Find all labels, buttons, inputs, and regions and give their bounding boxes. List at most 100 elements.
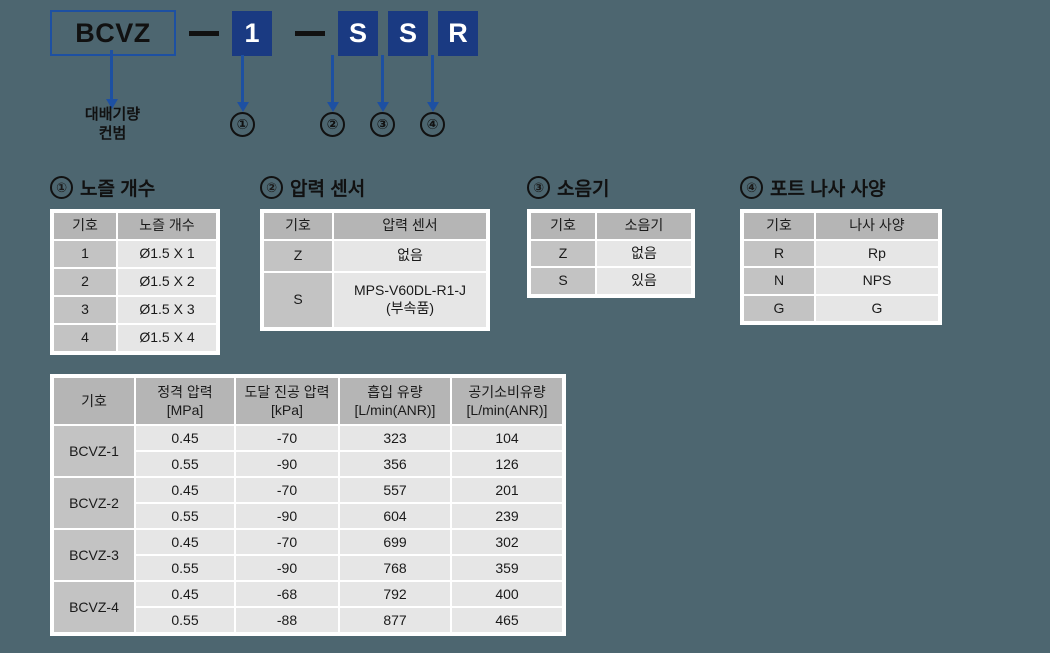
cell-air-consumption: 104	[452, 426, 562, 450]
cell-rated-pressure: 0.55	[136, 504, 234, 528]
column-header-symbol: 기호	[264, 213, 332, 239]
cell-symbol: N	[744, 268, 814, 294]
section-port-thread-spec: ④ 포트 나사 사양 기호 나사 사양 R Rp N NPS G G	[740, 174, 942, 325]
cell-suction-flow: 323	[340, 426, 450, 450]
cell-air-consumption: 359	[452, 556, 562, 580]
cell-symbol: S	[264, 272, 332, 327]
table-header-row: 기호 압력 센서	[264, 213, 486, 239]
table-row: Z 없음	[531, 240, 691, 266]
column-header-vacuum-pressure: 도달 진공 압력 [kPa]	[236, 378, 338, 424]
table-header-row: 기호 정격 압력 [MPa] 도달 진공 압력 [kPa] 흡입 유량 [L/m…	[54, 378, 562, 424]
code-dash-1	[189, 30, 219, 36]
column-header-suction-flow: 흡입 유량 [L/min(ANR)]	[340, 378, 450, 424]
cell-value: 없음	[334, 240, 486, 271]
section-title: 압력 센서	[290, 179, 366, 200]
cell-model: BCVZ-1	[54, 426, 134, 476]
cell-symbol: R	[744, 240, 814, 266]
table-row: Z 없음	[264, 240, 486, 271]
cell-vacuum-pressure: -90	[236, 504, 338, 528]
cell-value: Ø1.5 X 1	[118, 241, 216, 267]
cell-model: BCVZ-3	[54, 530, 134, 580]
code-dash-2	[295, 30, 325, 36]
arrow-marker-1	[236, 55, 249, 112]
cell-symbol: Z	[264, 240, 332, 271]
cell-symbol: G	[744, 295, 814, 321]
table-row: BCVZ-1 0.45 -70 323 104	[54, 426, 562, 476]
cell-air-consumption: 302	[452, 530, 562, 554]
table-row: 0.55 -90 356 126	[54, 452, 562, 476]
table-row: 2 Ø1.5 X 2	[54, 269, 216, 295]
table-row: 0.55 -90 768 359	[54, 556, 562, 580]
model-code-segment-4: R	[438, 10, 478, 56]
cell-symbol: 4	[54, 325, 116, 351]
arrow-marker-3	[376, 55, 389, 112]
section-nozzle-count: ① 노즐 개수 기호 노즐 개수 1 Ø1.5 X 1 2 Ø1.5 X 2 3…	[50, 174, 220, 355]
column-header-symbol: 기호	[744, 213, 814, 239]
arrow-marker-4	[426, 55, 439, 112]
section-marker-icon: ①	[50, 176, 73, 199]
model-code-segment-2: S	[338, 10, 378, 56]
column-header-rated-pressure: 정격 압력 [MPa]	[136, 378, 234, 424]
cell-air-consumption: 465	[452, 608, 562, 632]
port-thread-table: 기호 나사 사양 R Rp N NPS G G	[740, 209, 942, 325]
section-pressure-sensor: ② 압력 센서 기호 압력 센서 Z 없음 S MPS-V60DL-R1-J (…	[260, 174, 490, 331]
cell-vacuum-pressure: -70	[236, 426, 338, 450]
cell-suction-flow: 356	[340, 452, 450, 476]
section-heading: ④ 포트 나사 사양	[740, 174, 942, 201]
cell-suction-flow: 877	[340, 608, 450, 632]
model-code-base-box: BCVZ	[50, 10, 176, 56]
table-row: 1 Ø1.5 X 1	[54, 241, 216, 267]
cell-value: Ø1.5 X 3	[118, 297, 216, 323]
silencer-table: 기호 소음기 Z 없음 S 있음	[527, 209, 695, 298]
section-heading: ① 노즐 개수	[50, 174, 220, 201]
section-heading: ③ 소음기	[527, 174, 695, 201]
section-marker-icon: ③	[527, 176, 550, 199]
cell-vacuum-pressure: -70	[236, 530, 338, 554]
cell-symbol: 2	[54, 269, 116, 295]
table-row: BCVZ-4 0.45 -68 792 400	[54, 582, 562, 632]
cell-rated-pressure: 0.45	[136, 582, 234, 606]
cell-vacuum-pressure: -88	[236, 608, 338, 632]
table-row: G G	[744, 295, 938, 321]
section-title: 소음기	[557, 179, 610, 200]
model-code-segment-1: 1	[232, 10, 272, 56]
cell-value: 없음	[597, 240, 691, 266]
cell-suction-flow: 557	[340, 478, 450, 502]
column-header-symbol: 기호	[54, 213, 116, 239]
base-caption-line-2: 컨범	[98, 124, 127, 142]
cell-value: MPS-V60DL-R1-J (부속품)	[334, 272, 486, 327]
column-header-value: 압력 센서	[334, 213, 486, 239]
cell-air-consumption: 400	[452, 582, 562, 606]
cell-value: G	[816, 295, 938, 321]
cell-value: 있음	[597, 268, 691, 294]
cell-value: NPS	[816, 268, 938, 294]
table-row: S 있음	[531, 268, 691, 294]
table-row: 0.55 -90 604 239	[54, 504, 562, 528]
cell-symbol: 1	[54, 241, 116, 267]
column-header-value: 노즐 개수	[118, 213, 216, 239]
cell-suction-flow: 768	[340, 556, 450, 580]
table-row: S MPS-V60DL-R1-J (부속품)	[264, 272, 486, 327]
section-marker-icon: ④	[740, 176, 763, 199]
cell-suction-flow: 699	[340, 530, 450, 554]
table-row: BCVZ-3 0.45 -70 699 302	[54, 530, 562, 580]
pressure-sensor-table: 기호 압력 센서 Z 없음 S MPS-V60DL-R1-J (부속품)	[260, 209, 490, 331]
code-marker-2: ②	[320, 112, 345, 137]
section-heading: ② 압력 센서	[260, 174, 490, 201]
cell-rated-pressure: 0.45	[136, 530, 234, 554]
column-header-symbol: 기호	[54, 378, 134, 424]
model-code-row: BCVZ 1 S S R	[50, 8, 488, 58]
cell-vacuum-pressure: -68	[236, 582, 338, 606]
model-code-base-caption: 대배기량 컨범	[60, 106, 165, 144]
cell-air-consumption: 239	[452, 504, 562, 528]
performance-spec-table: 기호 정격 압력 [MPa] 도달 진공 압력 [kPa] 흡입 유량 [L/m…	[50, 374, 566, 636]
cell-rated-pressure: 0.45	[136, 426, 234, 450]
cell-suction-flow: 604	[340, 504, 450, 528]
column-header-value: 나사 사양	[816, 213, 938, 239]
table-row: 4 Ø1.5 X 4	[54, 325, 216, 351]
cell-value: Rp	[816, 240, 938, 266]
cell-value: Ø1.5 X 2	[118, 269, 216, 295]
cell-vacuum-pressure: -70	[236, 478, 338, 502]
code-marker-1: ①	[230, 112, 255, 137]
column-header-air-consumption: 공기소비유량 [L/min(ANR)]	[452, 378, 562, 424]
